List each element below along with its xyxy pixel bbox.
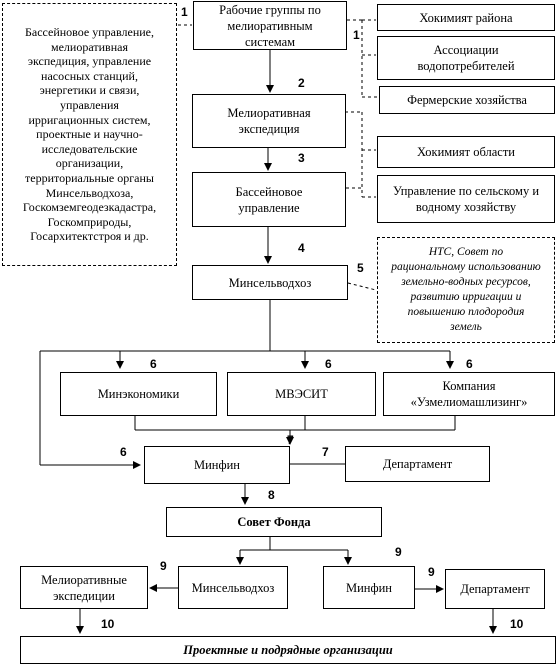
minfin-bottom-box: Минфин bbox=[323, 566, 415, 609]
step-number: 5 bbox=[357, 261, 364, 275]
mineconomy-box: Минэкономики bbox=[60, 372, 217, 416]
district-label: Хокимият района bbox=[419, 10, 513, 25]
basin-box: Бассейновое управление bbox=[192, 172, 346, 227]
step-number: 7 bbox=[322, 445, 329, 459]
mvesit-label: МВЭСИТ bbox=[275, 387, 328, 401]
contractors-box: Проектные и подрядные организации bbox=[20, 636, 556, 664]
minfin-bottom-label: Минфин bbox=[346, 580, 392, 595]
step-number: 6 bbox=[150, 357, 157, 371]
step-number: 1 bbox=[353, 28, 360, 42]
ministry-bottom-label: Минсельводхоз bbox=[191, 580, 275, 595]
nts-label: НТС, Совет по рациональному использовани… bbox=[391, 246, 541, 333]
basin-label: Бассейновое управление bbox=[235, 184, 303, 215]
step-number: 7 bbox=[287, 433, 294, 447]
expeditions-bottom-label: Мелиоративные экспедиции bbox=[41, 572, 127, 603]
region-box: Хокимият области bbox=[377, 136, 555, 168]
working-groups-box: Рабочие группы по мелиоративным системам bbox=[193, 1, 347, 50]
company-box: Компания «Узмелиомашлизинг» bbox=[383, 372, 555, 416]
fund-council-label: Совет Фонда bbox=[237, 515, 311, 529]
minfin-mid-box: Минфин bbox=[144, 446, 290, 484]
step-number: 10 bbox=[101, 617, 115, 631]
step-number: 6 bbox=[466, 357, 473, 371]
ministry-top-label: Минсельводхоз bbox=[228, 275, 312, 290]
working-groups-label: Рабочие группы по мелиоративным системам bbox=[219, 2, 321, 49]
fund-council-box: Совет Фонда bbox=[166, 507, 382, 537]
mvesit-box: МВЭСИТ bbox=[227, 372, 376, 416]
minfin-mid-label: Минфин bbox=[194, 458, 240, 472]
region-label: Хокимият области bbox=[417, 145, 515, 159]
left-note-box: Бассейновое управление, мелиоративная эк… bbox=[2, 3, 177, 266]
ministry-bottom-box: Минсельводхоз bbox=[178, 566, 288, 609]
expedition-label: Мелиоративная экспедиция bbox=[227, 106, 311, 136]
company-label: Компания «Узмелиомашлизинг» bbox=[410, 379, 528, 409]
department-bottom-label: Департамент bbox=[460, 582, 530, 596]
step-number: 6 bbox=[120, 445, 127, 459]
district-box: Хокимият района bbox=[377, 4, 555, 31]
step-number: 10 bbox=[510, 617, 524, 631]
department-mid-label: Департамент bbox=[382, 457, 453, 471]
nts-box: НТС, Совет по рациональному использовани… bbox=[377, 237, 555, 343]
expedition-box: Мелиоративная экспедиция bbox=[192, 94, 346, 148]
step-number: 9 bbox=[160, 559, 167, 573]
farms-label: Фермерские хозяйства bbox=[407, 93, 527, 107]
agriculture-label: Управление по сельскому и водному хозяйс… bbox=[392, 184, 540, 214]
associations-label: Ассоциации водопотребителей bbox=[417, 43, 515, 73]
department-mid-box: Департамент bbox=[345, 446, 490, 482]
department-bottom-box: Департамент bbox=[445, 569, 545, 609]
associations-box: Ассоциации водопотребителей bbox=[377, 36, 555, 80]
step-number: 9 bbox=[428, 565, 435, 579]
step-number: 6 bbox=[325, 357, 332, 371]
contractors-label: Проектные и подрядные организации bbox=[183, 643, 393, 657]
left-note-text: Бассейновое управление, мелиоративная эк… bbox=[22, 25, 157, 244]
step-number: 4 bbox=[298, 241, 305, 255]
step-number: 1 bbox=[181, 5, 188, 19]
farms-box: Фермерские хозяйства bbox=[379, 86, 555, 114]
step-number: 3 bbox=[298, 151, 305, 165]
mineconomy-label: Минэкономики bbox=[97, 387, 180, 401]
step-number: 8 bbox=[268, 488, 275, 502]
ministry-top-box: Минсельводхоз bbox=[192, 265, 348, 300]
step-number: 2 bbox=[298, 76, 305, 90]
agriculture-box: Управление по сельскому и водному хозяйс… bbox=[377, 175, 555, 223]
expeditions-bottom-box: Мелиоративные экспедиции bbox=[20, 566, 148, 609]
step-number: 9 bbox=[395, 545, 402, 559]
